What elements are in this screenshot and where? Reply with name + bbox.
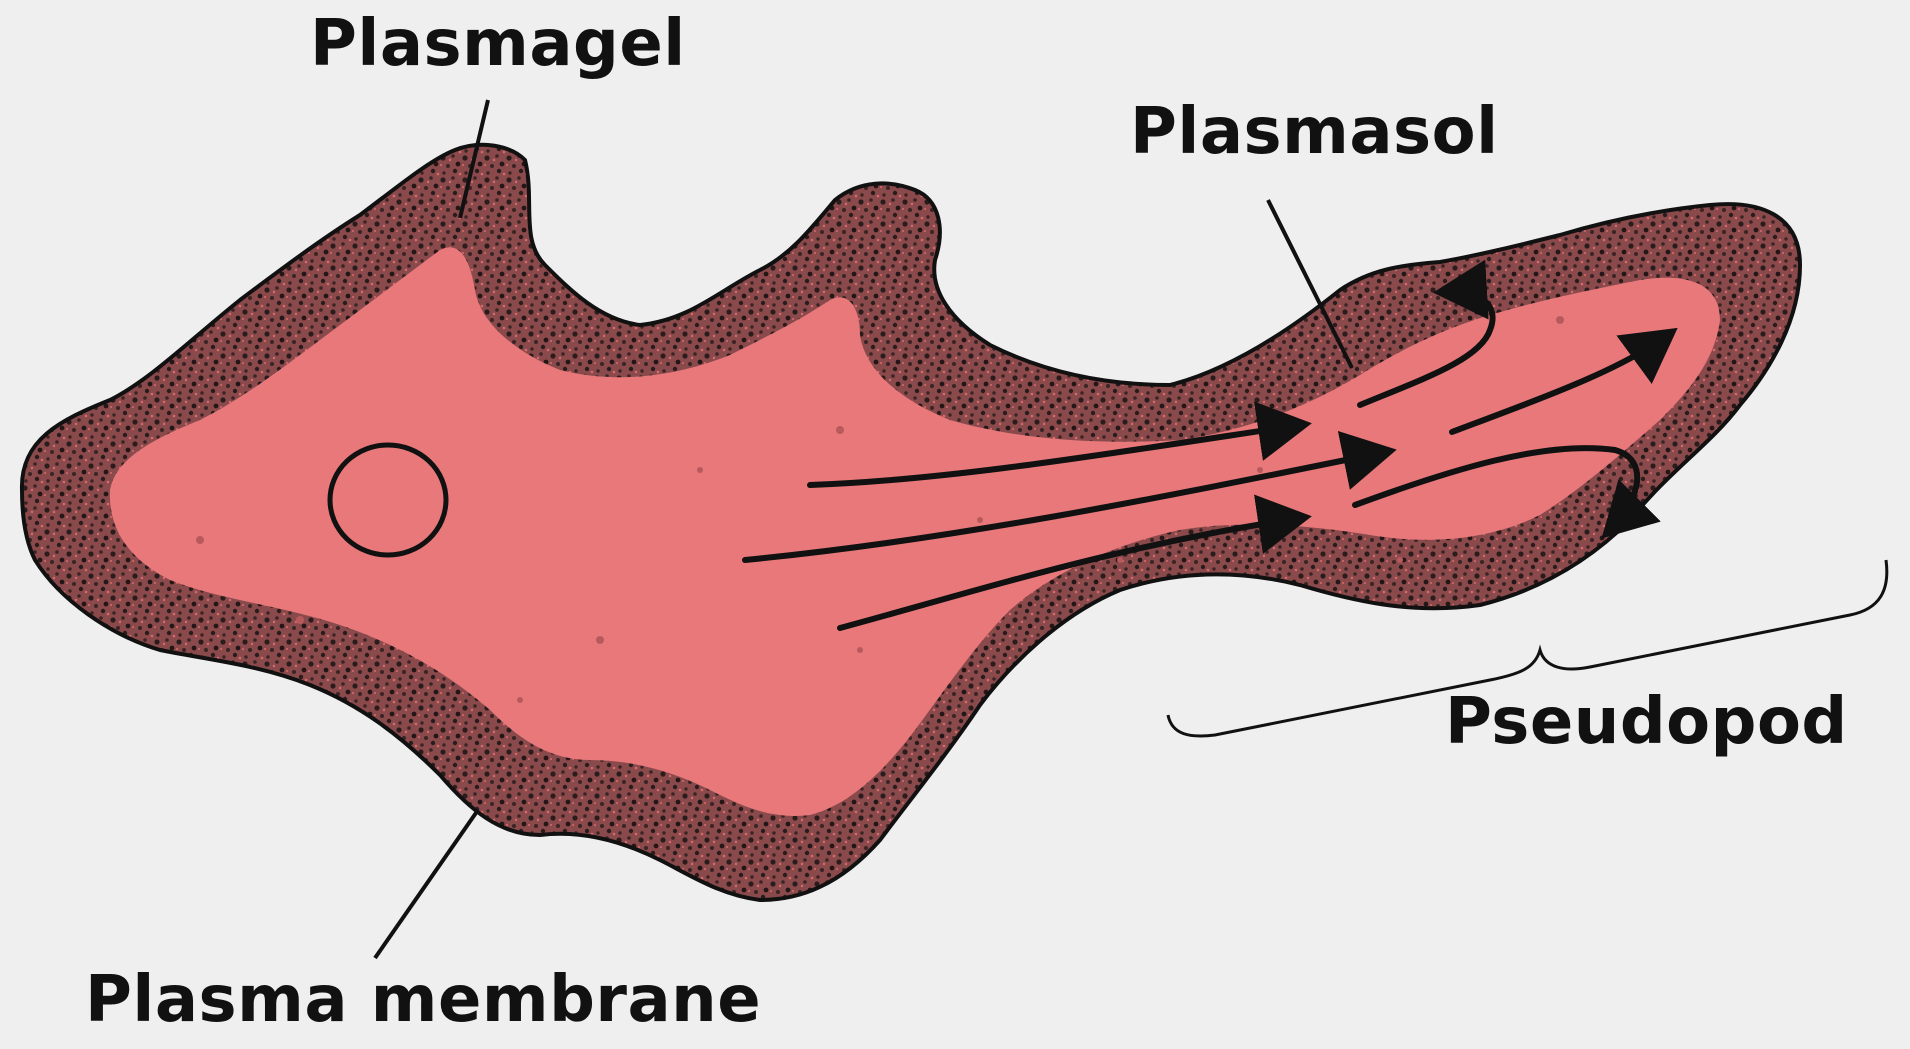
membrane-leader xyxy=(375,810,478,958)
plasmasol-label: Plasmasol xyxy=(1130,100,1499,164)
pseudopod-label: Pseudopod xyxy=(1445,690,1848,754)
plasma-membrane-label: Plasma membrane xyxy=(85,968,761,1032)
plasmagel-label: Plasmagel xyxy=(310,12,686,76)
